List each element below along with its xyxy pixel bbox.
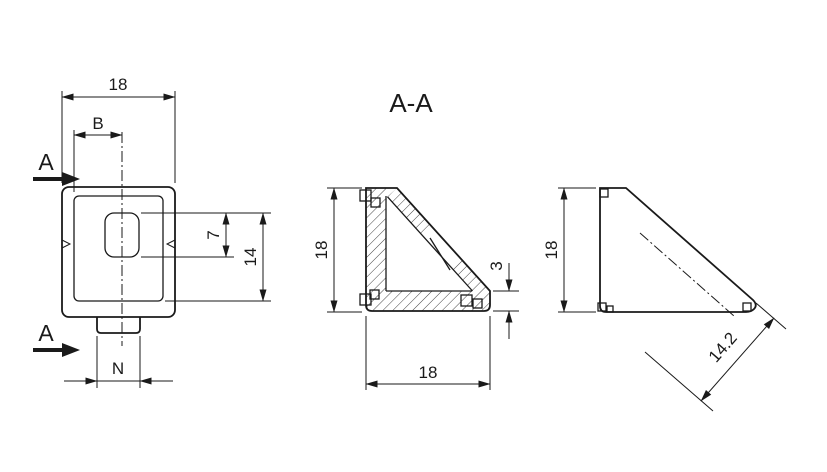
section-view: 18 3 18 — [312, 187, 519, 390]
section-arrow-top-icon — [62, 172, 80, 186]
side-slot-centerline — [639, 232, 735, 317]
front-view: 18 B A A 7 14 — [33, 75, 271, 388]
front-slot-height-dimension: 7 — [141, 212, 271, 258]
front-height-dimension: 14 — [165, 212, 271, 302]
section-width-dim-label: 18 — [419, 363, 438, 382]
front-tab-dimension: N — [64, 336, 173, 388]
section-thickness-dimension: 3 — [487, 261, 519, 339]
section-marker-top-label: A — [38, 149, 54, 175]
front-height-dim-label: 14 — [241, 248, 260, 267]
section-cut-marker-top: A — [33, 149, 80, 186]
section-view-outline — [359, 187, 491, 312]
front-width-dim-label: 18 — [109, 75, 128, 94]
front-slot-position-dimension: B — [73, 114, 123, 192]
section-cut-marker-bottom: A — [33, 320, 80, 357]
section-title: A-A — [389, 88, 433, 118]
front-width-dimension: 18 — [61, 75, 176, 183]
section-thickness-dim-label: 3 — [487, 261, 506, 270]
front-slot-position-dim-label: B — [92, 114, 103, 133]
section-height-dim-label: 18 — [312, 241, 331, 260]
side-diagonal-dimension: 14.2 — [644, 302, 787, 412]
section-slot-edge — [429, 237, 451, 271]
side-height-dimension: 18 — [542, 187, 596, 313]
front-slot-height-dim-label: 7 — [204, 230, 223, 239]
section-width-dimension: 18 — [365, 316, 491, 390]
section-hatch — [366, 188, 490, 311]
section-marker-bottom-label: A — [38, 320, 54, 346]
front-tab-dim-label: N — [112, 359, 124, 378]
side-view-outline — [597, 187, 757, 317]
section-height-dimension: 18 — [312, 187, 362, 313]
side-diagonal-dim-label: 14.2 — [705, 329, 741, 366]
section-arrow-bottom-icon — [62, 343, 80, 357]
side-height-dim-label: 18 — [542, 241, 561, 260]
side-view: 18 14.2 — [542, 187, 787, 412]
front-view-outline — [61, 132, 176, 346]
section-title-label: A-A — [389, 88, 433, 118]
